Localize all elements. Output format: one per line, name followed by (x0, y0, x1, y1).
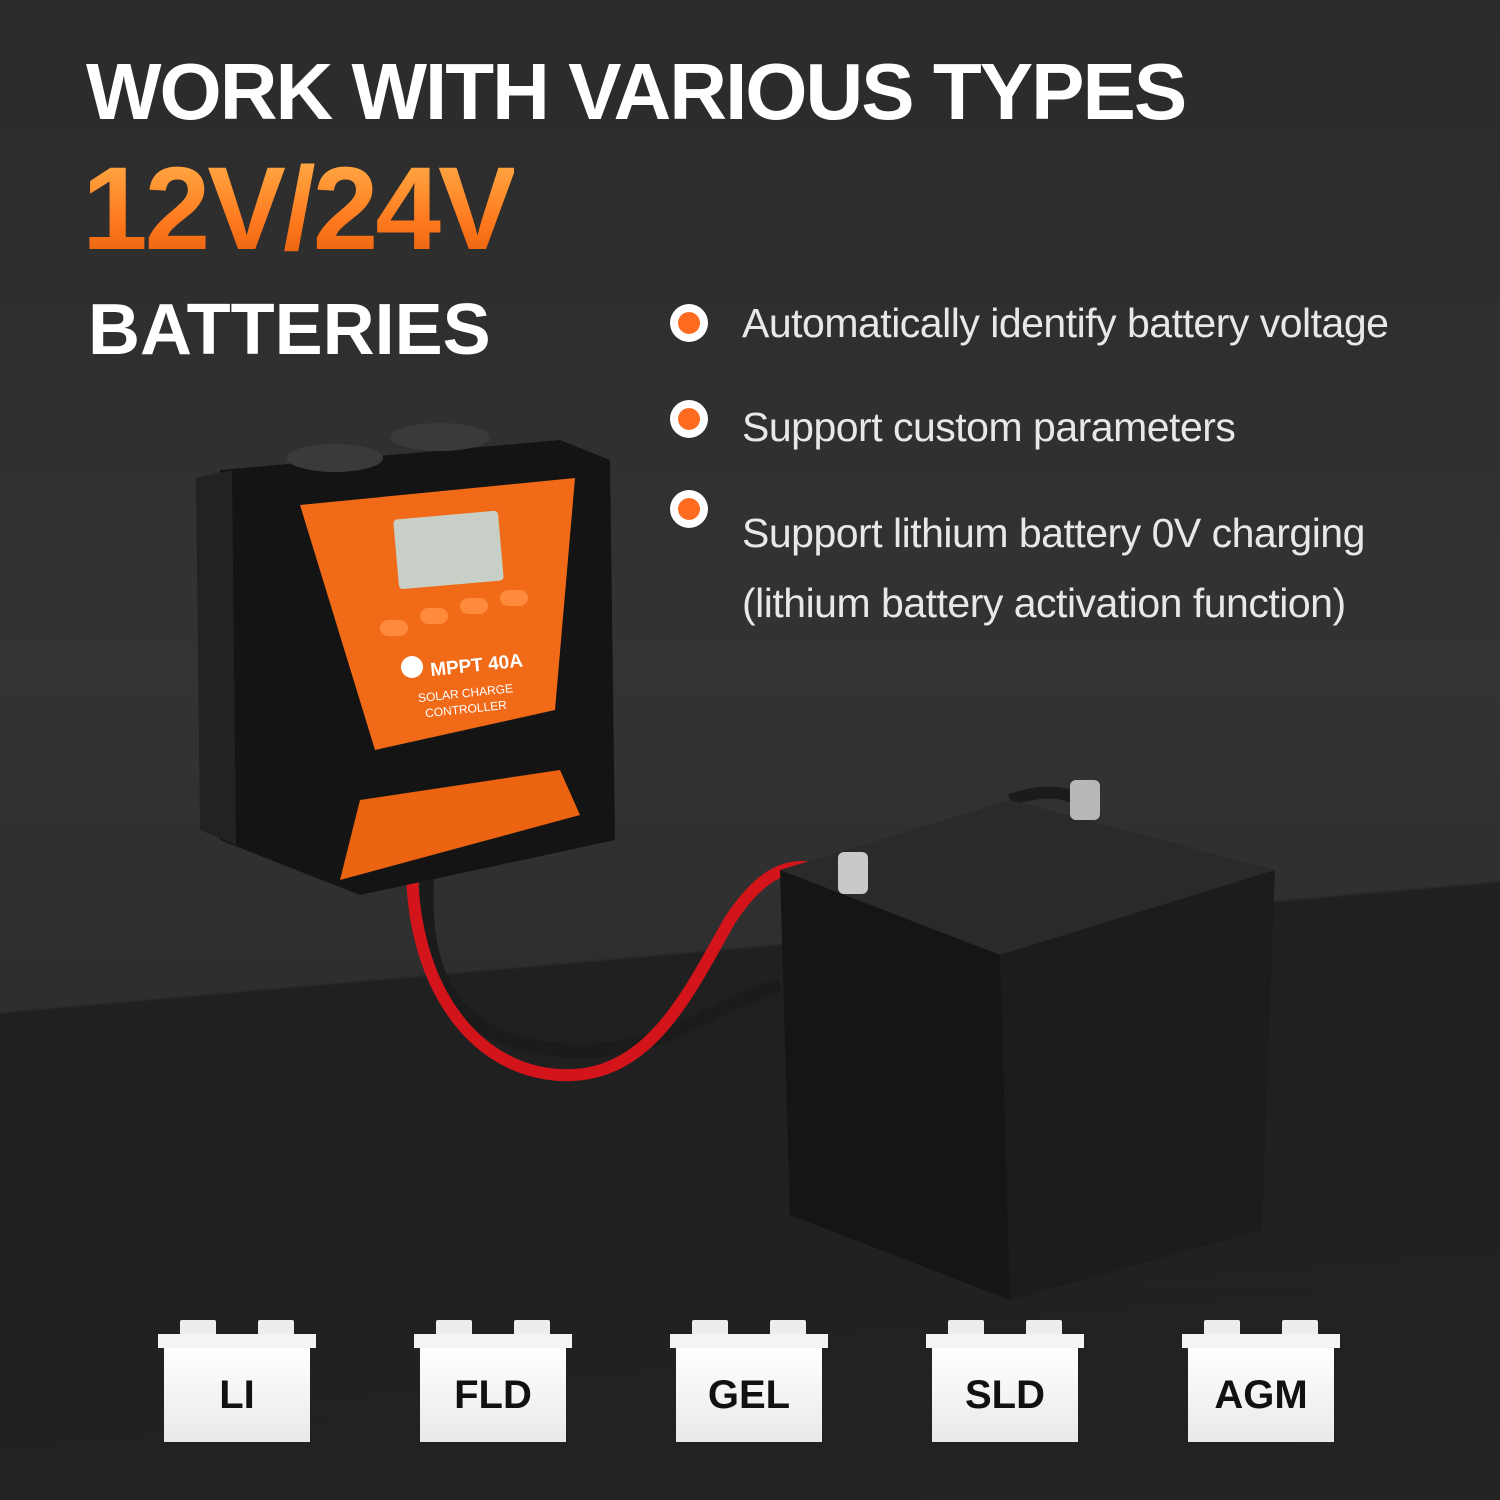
headline-line-1: WORK WITH VARIOUS TYPES (86, 47, 1187, 136)
feature-text: Support custom parameters (742, 404, 1236, 450)
tile-terminal-icon (1026, 1320, 1062, 1336)
bullet-icon (670, 490, 708, 528)
battery-type-label: AGM (1188, 1348, 1334, 1442)
feature-text-continued: (lithium battery activation function) (742, 580, 1346, 626)
headline-voltage: 12V/24V (82, 143, 517, 275)
tile-terminal-icon (692, 1320, 728, 1336)
tile-terminal-icon (258, 1320, 294, 1336)
battery-terminal-positive-icon (838, 852, 868, 894)
tile-terminal-icon (436, 1320, 472, 1336)
controller-buttons (380, 590, 528, 636)
battery-type-label: SLD (932, 1348, 1078, 1442)
brand-logo-icon (401, 656, 423, 678)
tile-terminal-icon (1204, 1320, 1240, 1336)
bullet-icon (670, 304, 708, 342)
fan-vent-left-icon (287, 444, 383, 472)
battery-type-list: LI FLD GEL SLD AGM (0, 1320, 1500, 1450)
tile-terminal-icon (180, 1320, 216, 1336)
battery-type-label: FLD (420, 1348, 566, 1442)
battery-type-tile: LI (158, 1320, 316, 1442)
tile-terminal-icon (770, 1320, 806, 1336)
battery-type-tile: AGM (1182, 1320, 1340, 1442)
fan-vent-right-icon (390, 423, 490, 451)
battery-type-tile: FLD (414, 1320, 572, 1442)
battery-type-label: GEL (676, 1348, 822, 1442)
headline-line-3: BATTERIES (88, 290, 491, 370)
feature-text: Support lithium battery 0V charging (742, 510, 1365, 556)
tile-terminal-icon (514, 1320, 550, 1336)
tile-terminal-icon (948, 1320, 984, 1336)
bullet-icon (670, 400, 708, 438)
battery-terminal-negative-icon (1070, 780, 1100, 820)
battery-type-tile: GEL (670, 1320, 828, 1442)
battery-type-label: LI (164, 1348, 310, 1442)
tile-terminal-icon (1282, 1320, 1318, 1336)
lcd-screen (393, 510, 504, 590)
feature-text: Automatically identify battery voltage (742, 300, 1389, 346)
battery-type-tile: SLD (926, 1320, 1084, 1442)
